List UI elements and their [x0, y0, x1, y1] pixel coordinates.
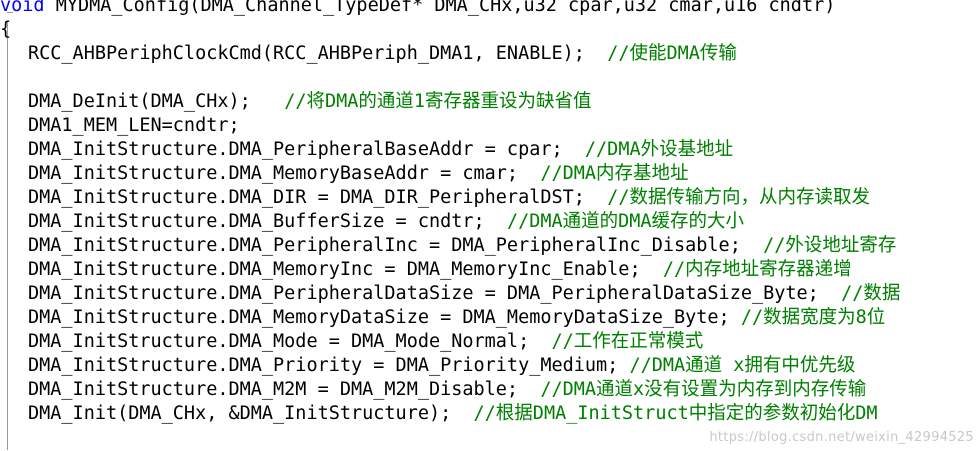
code-text: DMA_InitStructure.DMA_DIR = DMA_DIR_Peri… [28, 187, 608, 208]
code-comment: //数据宽度为8位 [740, 307, 886, 328]
code-comment: //数据 [841, 283, 901, 304]
code-text: DMA_InitStructure.DMA_MemoryDataSize = D… [28, 307, 741, 328]
keyword-void: void [0, 0, 45, 16]
code-line[interactable]: DMA_InitStructure.DMA_PeripheralInc = DM… [0, 234, 980, 258]
code-line[interactable]: DMA_InitStructure.DMA_PeripheralBaseAddr… [0, 138, 980, 162]
code-comment: //工作在正常模式 [551, 331, 704, 352]
code-line[interactable]: DMA_Init(DMA_CHx, &DMA_InitStructure); /… [0, 402, 980, 426]
code-text: DMA_InitStructure.DMA_Mode = DMA_Mode_No… [28, 331, 552, 352]
code-comment: //DMA通道的DMA缓存的大小 [506, 211, 745, 232]
fold-marker [7, 12, 13, 13]
code-text: DMA_InitStructure.DMA_M2M = DMA_M2M_Disa… [28, 379, 541, 400]
code-comment: //DMA通道x没有设置为内存到内存传输 [540, 379, 867, 400]
code-comment: //使能DMA传输 [607, 43, 737, 64]
code-line[interactable]: DMA_InitStructure.DMA_Mode = DMA_Mode_No… [0, 330, 980, 354]
code-line[interactable]: DMA_InitStructure.DMA_MemoryInc = DMA_Me… [0, 258, 980, 282]
code-comment: //将DMA的通道1寄存器重设为缺省值 [284, 91, 592, 112]
code-text: DMA1_MEM_LEN=cndtr; [28, 115, 240, 136]
function-signature: MYDMA_Config(DMA_Channel_TypeDef* DMA_CH… [44, 0, 836, 16]
code-text: DMA_InitStructure.DMA_PeripheralInc = DM… [28, 235, 764, 256]
code-text: DMA_InitStructure.DMA_Priority = DMA_Pri… [28, 355, 630, 376]
code-comment: //外设地址寄存 [763, 235, 897, 256]
code-line-blank[interactable] [0, 66, 980, 90]
code-comment: //数据传输方向，从内存读取发 [607, 187, 870, 208]
fold-gutter [0, 0, 14, 451]
code-line[interactable]: DMA_InitStructure.DMA_BufferSize = cndtr… [0, 210, 980, 234]
code-comment: //DMA内存基地址 [540, 163, 689, 184]
code-line[interactable]: DMA_InitStructure.DMA_M2M = DMA_M2M_Disa… [0, 378, 980, 402]
code-line[interactable]: DMA1_MEM_LEN=cndtr; [0, 114, 980, 138]
code-comment: //内存地址寄存器递增 [662, 259, 852, 280]
code-text: DMA_InitStructure.DMA_BufferSize = cndtr… [28, 211, 507, 232]
code-text: DMA_InitStructure.DMA_MemoryInc = DMA_Me… [28, 259, 663, 280]
code-text: DMA_Init(DMA_CHx, &DMA_InitStructure); [28, 403, 474, 424]
code-line[interactable]: { [0, 18, 980, 42]
code-line[interactable]: DMA_InitStructure.DMA_Priority = DMA_Pri… [0, 354, 980, 378]
code-text: RCC_AHBPeriphClockCmd(RCC_AHBPeriph_DMA1… [28, 43, 608, 64]
fold-line [7, 22, 8, 450]
code-text: DMA_InitStructure.DMA_PeripheralDataSize… [28, 283, 842, 304]
code-comment: //DMA通道 x拥有中优先级 [629, 355, 856, 376]
code-comment: //根据DMA_InitStruct中指定的参数初始化DM [473, 403, 878, 424]
code-lines[interactable]: void MYDMA_Config(DMA_Channel_TypeDef* D… [0, 0, 980, 426]
code-line[interactable]: DMA_InitStructure.DMA_DIR = DMA_DIR_Peri… [0, 186, 980, 210]
code-comment: //DMA外设基地址 [584, 139, 734, 160]
code-line[interactable]: void MYDMA_Config(DMA_Channel_TypeDef* D… [0, 0, 980, 18]
code-text: DMA_InitStructure.DMA_PeripheralBaseAddr… [28, 139, 585, 160]
code-text: DMA_InitStructure.DMA_MemoryBaseAddr = c… [28, 163, 541, 184]
open-brace: { [0, 19, 12, 40]
code-line[interactable]: DMA_InitStructure.DMA_MemoryDataSize = D… [0, 306, 980, 330]
code-line[interactable]: DMA_InitStructure.DMA_MemoryBaseAddr = c… [0, 162, 980, 186]
code-line[interactable]: DMA_DeInit(DMA_CHx); //将DMA的通道1寄存器重设为缺省值 [0, 90, 980, 114]
code-text: DMA_DeInit(DMA_CHx); [28, 91, 285, 112]
watermark: https://blog.csdn.net/weixin_42994525 [709, 430, 974, 445]
code-line[interactable]: DMA_InitStructure.DMA_PeripheralDataSize… [0, 282, 980, 306]
code-line[interactable]: RCC_AHBPeriphClockCmd(RCC_AHBPeriph_DMA1… [0, 42, 980, 66]
